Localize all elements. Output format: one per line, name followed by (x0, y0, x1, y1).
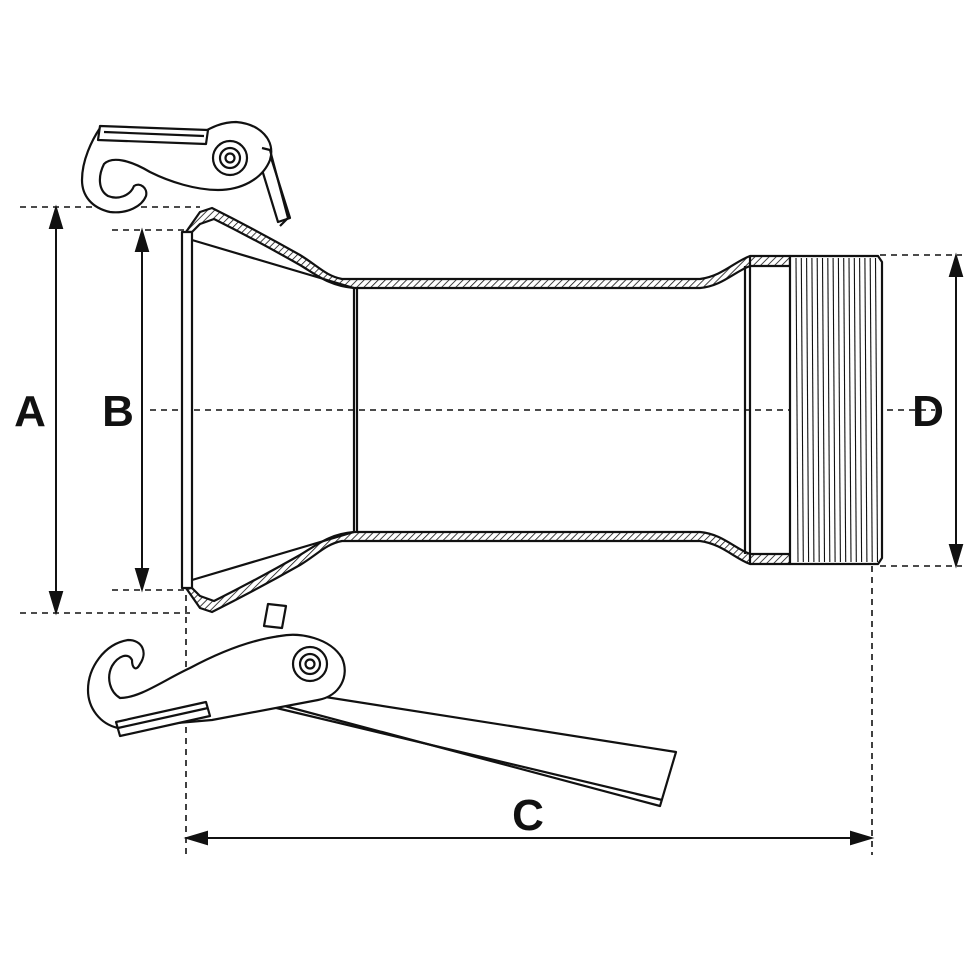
top-lever-ear (261, 146, 290, 227)
thread-line (837, 257, 841, 563)
inner-cone (191, 238, 355, 582)
arrow-c-left (183, 830, 208, 846)
bottom-cam-lever (86, 602, 678, 808)
top-pivot-inner (224, 152, 236, 164)
bottom-cam-body (86, 633, 346, 730)
thread-line (811, 257, 815, 563)
arrow-d-top (948, 252, 964, 277)
arrow-a-top (48, 204, 64, 229)
arrow-b-top (134, 227, 150, 252)
thread-line (869, 257, 873, 563)
bottom-lever-arm-line (267, 704, 663, 802)
thread-line (800, 257, 804, 563)
thread-line (859, 257, 863, 563)
thread-line (874, 257, 879, 563)
thread-line (806, 257, 810, 563)
label-c: C (512, 791, 544, 840)
thread-line (821, 257, 826, 563)
arrow-d-bottom (948, 544, 964, 569)
threaded-end-outline (788, 254, 884, 566)
thread-line (843, 257, 847, 563)
thread-line (853, 257, 857, 563)
bottom-wall-section (184, 530, 792, 614)
bottom-pivot-inner (304, 658, 316, 670)
top-lever-grip-line (103, 130, 205, 138)
label-d: D (912, 387, 944, 436)
thread-line (827, 257, 831, 563)
arrow-a-bottom (48, 591, 64, 616)
thread-lines (795, 257, 879, 563)
thread-line (816, 257, 820, 563)
thread-line (864, 257, 868, 563)
dimension-lines (48, 204, 964, 846)
bottom-link (262, 602, 288, 630)
thread-line (795, 257, 799, 563)
top-cam-lever (80, 120, 292, 227)
arrow-c-right (850, 830, 875, 846)
bottom-lever-grip-line (117, 706, 209, 730)
mouth-ring (180, 230, 194, 590)
arrow-b-bottom (134, 568, 150, 593)
label-b: B (102, 387, 134, 436)
label-a: A (14, 387, 46, 436)
thread-line (832, 257, 836, 563)
thread-line (848, 257, 852, 563)
